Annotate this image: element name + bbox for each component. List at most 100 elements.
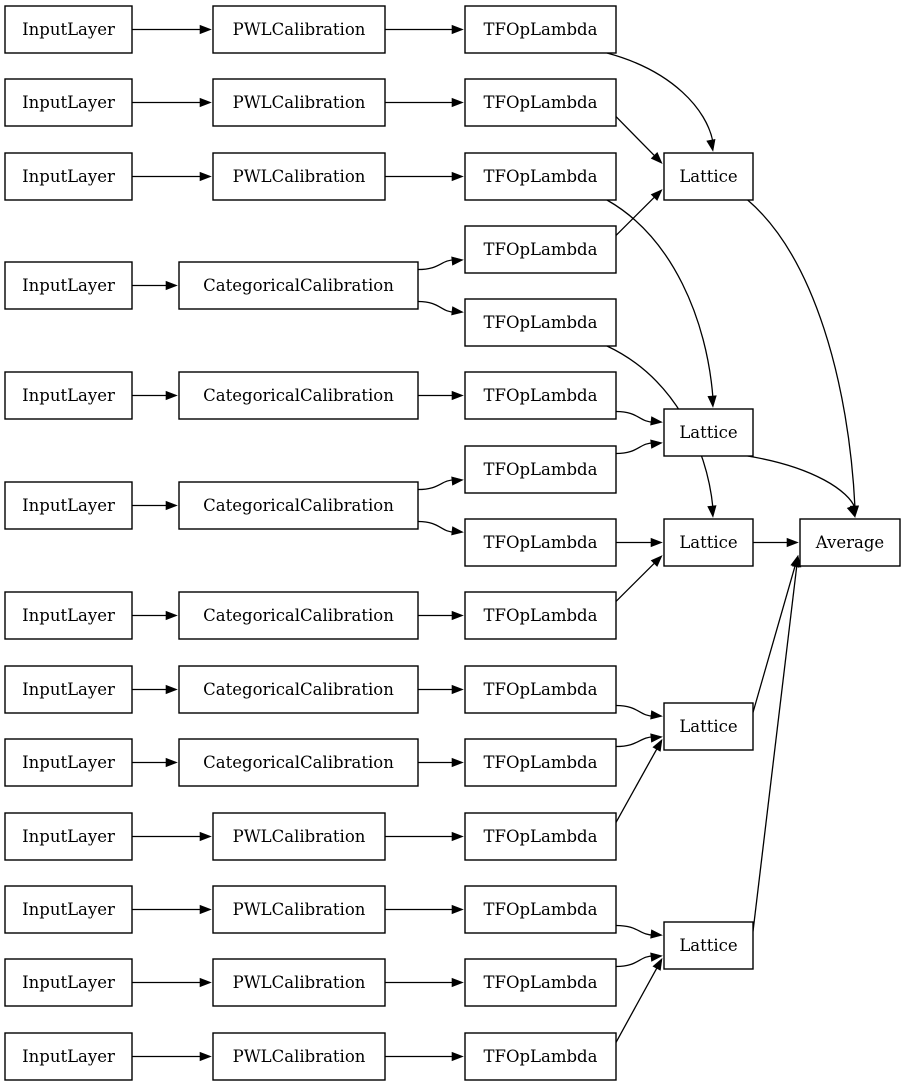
node-lattice-lat5[interactable]: Lattice	[663, 921, 754, 970]
node-pwlcalibration-cal12[interactable]: PWLCalibration	[212, 958, 386, 1007]
node-pwlcalibration-cal1[interactable]: PWLCalibration	[212, 5, 386, 54]
edge-lat1-to-avg	[747, 199, 856, 509]
node-tfop-lambda-op8[interactable]: TFOpLambda	[464, 518, 617, 567]
node-box-in3[interactable]	[4, 152, 133, 201]
node-box-op15[interactable]	[464, 1032, 617, 1081]
node-box-cal4[interactable]	[178, 261, 419, 310]
node-box-in13[interactable]	[4, 1032, 133, 1081]
node-box-op1[interactable]	[464, 5, 617, 54]
node-box-op13[interactable]	[464, 885, 617, 934]
node-tfop-lambda-op2[interactable]: TFOpLambda	[464, 78, 617, 127]
node-box-op6[interactable]	[464, 371, 617, 420]
edge-op9-to-lat3	[615, 562, 656, 602]
node-input-layer-in4[interactable]: InputLayer	[4, 261, 133, 310]
node-tfop-lambda-op3[interactable]: TFOpLambda	[464, 152, 617, 201]
node-input-layer-in5[interactable]: InputLayer	[4, 371, 133, 420]
node-categorical-calibration-cal4[interactable]: CategoricalCalibration	[178, 261, 419, 310]
node-tfop-lambda-op15[interactable]: TFOpLambda	[464, 1032, 617, 1081]
node-pwlcalibration-cal3[interactable]: PWLCalibration	[212, 152, 386, 201]
arrowhead-icon-cal8-op10	[451, 684, 464, 695]
node-box-lat4[interactable]	[663, 702, 754, 751]
node-box-in10[interactable]	[4, 812, 133, 861]
node-box-cal9[interactable]	[178, 738, 419, 787]
node-box-lat1[interactable]	[663, 152, 754, 201]
node-box-op7[interactable]	[464, 445, 617, 494]
node-box-op3[interactable]	[464, 152, 617, 201]
node-box-in9[interactable]	[4, 738, 133, 787]
node-categorical-calibration-cal8[interactable]: CategoricalCalibration	[178, 665, 419, 714]
arrowhead-icon-op6-lat2	[650, 416, 663, 426]
node-categorical-calibration-cal6[interactable]: CategoricalCalibration	[178, 481, 419, 530]
node-input-layer-in6[interactable]: InputLayer	[4, 481, 133, 530]
node-box-op9[interactable]	[464, 591, 617, 640]
node-input-layer-in13[interactable]: InputLayer	[4, 1032, 133, 1081]
node-box-op11[interactable]	[464, 738, 617, 787]
node-box-in7[interactable]	[4, 591, 133, 640]
node-tfop-lambda-op1[interactable]: TFOpLambda	[464, 5, 617, 54]
node-tfop-lambda-op14[interactable]: TFOpLambda	[464, 958, 617, 1007]
node-box-cal13[interactable]	[212, 1032, 386, 1081]
node-box-in5[interactable]	[4, 371, 133, 420]
node-tfop-lambda-op10[interactable]: TFOpLambda	[464, 665, 617, 714]
node-box-cal1[interactable]	[212, 5, 386, 54]
node-pwlcalibration-cal2[interactable]: PWLCalibration	[212, 78, 386, 127]
node-box-in4[interactable]	[4, 261, 133, 310]
node-input-layer-in11[interactable]: InputLayer	[4, 885, 133, 934]
node-input-layer-in10[interactable]: InputLayer	[4, 812, 133, 861]
node-tfop-lambda-op13[interactable]: TFOpLambda	[464, 885, 617, 934]
node-pwlcalibration-cal10[interactable]: PWLCalibration	[212, 812, 386, 861]
node-lattice-lat2[interactable]: Lattice	[663, 408, 754, 457]
node-box-cal8[interactable]	[178, 665, 419, 714]
node-box-lat3[interactable]	[663, 518, 754, 567]
node-input-layer-in12[interactable]: InputLayer	[4, 958, 133, 1007]
edge-op15-to-lat5	[615, 967, 658, 1043]
node-pwlcalibration-cal13[interactable]: PWLCalibration	[212, 1032, 386, 1081]
node-pwlcalibration-cal11[interactable]: PWLCalibration	[212, 885, 386, 934]
node-box-cal2[interactable]	[212, 78, 386, 127]
node-box-avg[interactable]	[799, 518, 901, 567]
node-input-layer-in8[interactable]: InputLayer	[4, 665, 133, 714]
node-lattice-lat4[interactable]: Lattice	[663, 702, 754, 751]
node-box-cal12[interactable]	[212, 958, 386, 1007]
node-tfop-lambda-op11[interactable]: TFOpLambda	[464, 738, 617, 787]
node-average-avg[interactable]: Average	[799, 518, 901, 567]
node-box-in6[interactable]	[4, 481, 133, 530]
node-box-in1[interactable]	[4, 5, 133, 54]
node-box-op8[interactable]	[464, 518, 617, 567]
node-box-cal10[interactable]	[212, 812, 386, 861]
node-box-in11[interactable]	[4, 885, 133, 934]
node-tfop-lambda-op6[interactable]: TFOpLambda	[464, 371, 617, 420]
node-categorical-calibration-cal9[interactable]: CategoricalCalibration	[178, 738, 419, 787]
node-categorical-calibration-cal5[interactable]: CategoricalCalibration	[178, 371, 419, 420]
node-box-lat5[interactable]	[663, 921, 754, 970]
node-input-layer-in9[interactable]: InputLayer	[4, 738, 133, 787]
node-box-cal5[interactable]	[178, 371, 419, 420]
node-tfop-lambda-op4[interactable]: TFOpLambda	[464, 225, 617, 274]
node-box-op2[interactable]	[464, 78, 617, 127]
node-tfop-lambda-op5[interactable]: TFOpLambda	[464, 298, 617, 347]
node-box-cal6[interactable]	[178, 481, 419, 530]
node-box-op14[interactable]	[464, 958, 617, 1007]
node-input-layer-in7[interactable]: InputLayer	[4, 591, 133, 640]
node-box-op12[interactable]	[464, 812, 617, 861]
node-box-op10[interactable]	[464, 665, 617, 714]
node-tfop-lambda-op12[interactable]: TFOpLambda	[464, 812, 617, 861]
node-box-in2[interactable]	[4, 78, 133, 127]
node-box-cal7[interactable]	[178, 591, 419, 640]
node-box-in12[interactable]	[4, 958, 133, 1007]
node-input-layer-in3[interactable]: InputLayer	[4, 152, 133, 201]
node-tfop-lambda-op9[interactable]: TFOpLambda	[464, 591, 617, 640]
node-tfop-lambda-op7[interactable]: TFOpLambda	[464, 445, 617, 494]
node-box-cal3[interactable]	[212, 152, 386, 201]
node-box-op5[interactable]	[464, 298, 617, 347]
node-box-in8[interactable]	[4, 665, 133, 714]
node-input-layer-in2[interactable]: InputLayer	[4, 78, 133, 127]
node-input-layer-in1[interactable]: InputLayer	[4, 5, 133, 54]
node-box-cal11[interactable]	[212, 885, 386, 934]
edge-op4-to-lat1	[615, 196, 656, 236]
node-categorical-calibration-cal7[interactable]: CategoricalCalibration	[178, 591, 419, 640]
node-lattice-lat1[interactable]: Lattice	[663, 152, 754, 201]
node-box-lat2[interactable]	[663, 408, 754, 457]
node-box-op4[interactable]	[464, 225, 617, 274]
node-lattice-lat3[interactable]: Lattice	[663, 518, 754, 567]
